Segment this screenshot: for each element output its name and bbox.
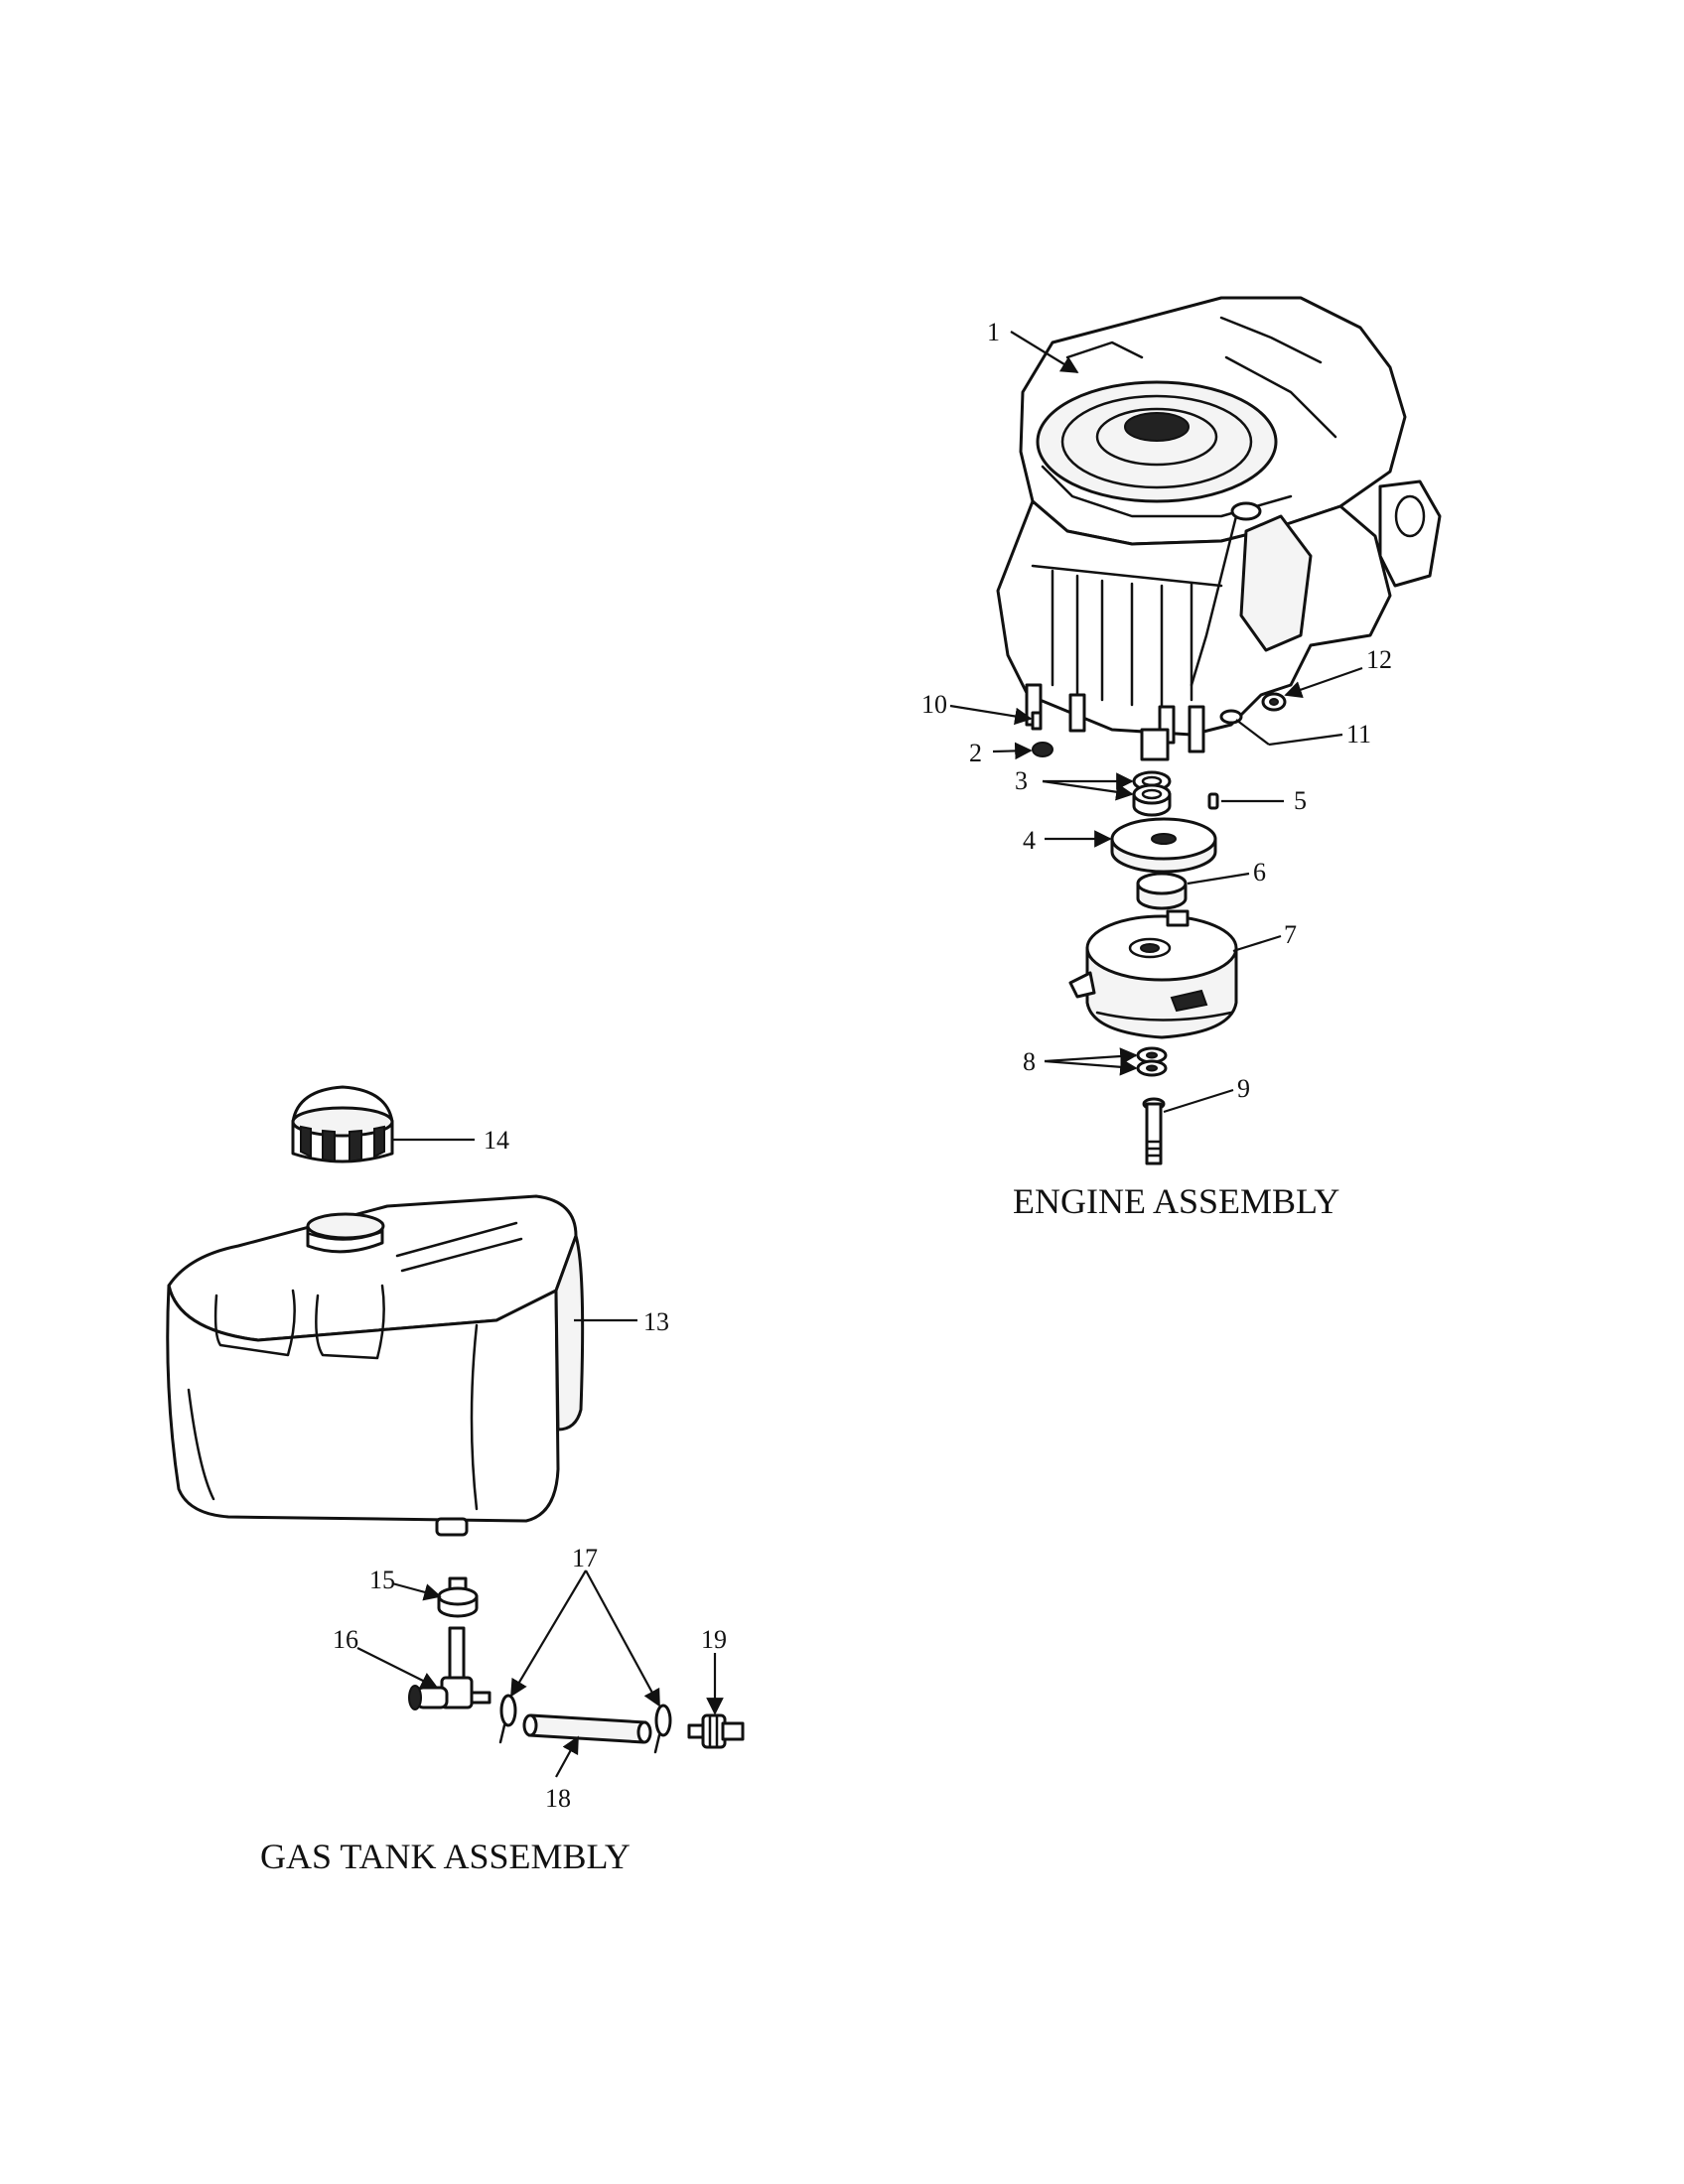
callout-15: 15	[369, 1566, 395, 1594]
bolt-part-9[interactable]	[1142, 1097, 1166, 1165]
callout-5: 5	[1294, 786, 1307, 815]
engine-part-1[interactable]	[996, 296, 1442, 761]
leader-7	[1232, 934, 1282, 953]
callout-12: 12	[1366, 645, 1392, 674]
leader-10	[949, 704, 1033, 726]
engine-assembly-title: ENGINE ASSEMBLY	[1013, 1181, 1339, 1221]
callout-3: 3	[1015, 766, 1028, 795]
callout-8: 8	[1023, 1047, 1036, 1076]
leader-17b	[585, 1570, 660, 1707]
bushing-part-6[interactable]	[1136, 872, 1188, 910]
callout-10: 10	[921, 690, 947, 719]
leader-18	[555, 1735, 579, 1778]
nut-part-2[interactable]	[1032, 742, 1053, 757]
fitting-part-19[interactable]	[687, 1713, 745, 1749]
hose-clamp-part-17-right[interactable]	[653, 1704, 672, 1754]
stud-part-10[interactable]	[1031, 711, 1043, 731]
callout-18: 18	[545, 1784, 571, 1813]
washers-part-8[interactable]	[1136, 1046, 1168, 1077]
callout-16: 16	[333, 1625, 358, 1654]
callout-1: 1	[987, 318, 1000, 346]
callout-9: 9	[1237, 1074, 1250, 1103]
callout-13: 13	[643, 1307, 669, 1336]
leader-8a	[1044, 1047, 1138, 1065]
callout-7: 7	[1284, 920, 1297, 949]
callout-6: 6	[1253, 858, 1266, 887]
callout-17: 17	[572, 1544, 598, 1572]
leader-16	[356, 1647, 439, 1689]
gas-tank-part-13[interactable]	[166, 1194, 585, 1537]
leader-6	[1187, 872, 1250, 886]
leader-9	[1163, 1088, 1234, 1114]
leader-11a	[1268, 733, 1343, 747]
pulley-part-4[interactable]	[1110, 817, 1217, 874]
leader-15	[391, 1581, 442, 1601]
gas-tank-assembly: 14 13 15 16 17 18 19 GAS TANK ASSEMBLY	[166, 1085, 745, 1876]
callout-14: 14	[484, 1126, 509, 1155]
engine-assembly: 1 2 3 4 5 6 7 8 9 10 11 12 ENGINE ASSEMB…	[921, 296, 1442, 1221]
fuel-hose-part-18[interactable]	[522, 1713, 652, 1744]
leader-12	[1284, 666, 1363, 699]
gas-cap-part-14[interactable]	[291, 1085, 394, 1163]
fitting-part-12[interactable]	[1261, 692, 1287, 712]
bushing-part-15[interactable]	[437, 1576, 479, 1618]
callout-2: 2	[969, 739, 982, 767]
leader-11b	[1235, 719, 1270, 746]
gas-tank-assembly-title: GAS TANK ASSEMBLY	[260, 1837, 631, 1876]
leader-17a	[510, 1570, 587, 1698]
leader-3b	[1042, 779, 1134, 801]
pto-clutch-part-7[interactable]	[1068, 909, 1238, 1039]
callout-4: 4	[1023, 826, 1036, 855]
shutoff-valve-part-16[interactable]	[408, 1626, 491, 1710]
key-part-5[interactable]	[1207, 792, 1219, 810]
hose-clamp-part-17-left[interactable]	[498, 1694, 517, 1744]
leader-1	[1010, 331, 1079, 373]
spacers-part-3[interactable]	[1132, 770, 1172, 817]
leader-8b	[1044, 1058, 1138, 1076]
callout-19: 19	[701, 1625, 727, 1654]
callout-11: 11	[1346, 720, 1371, 749]
